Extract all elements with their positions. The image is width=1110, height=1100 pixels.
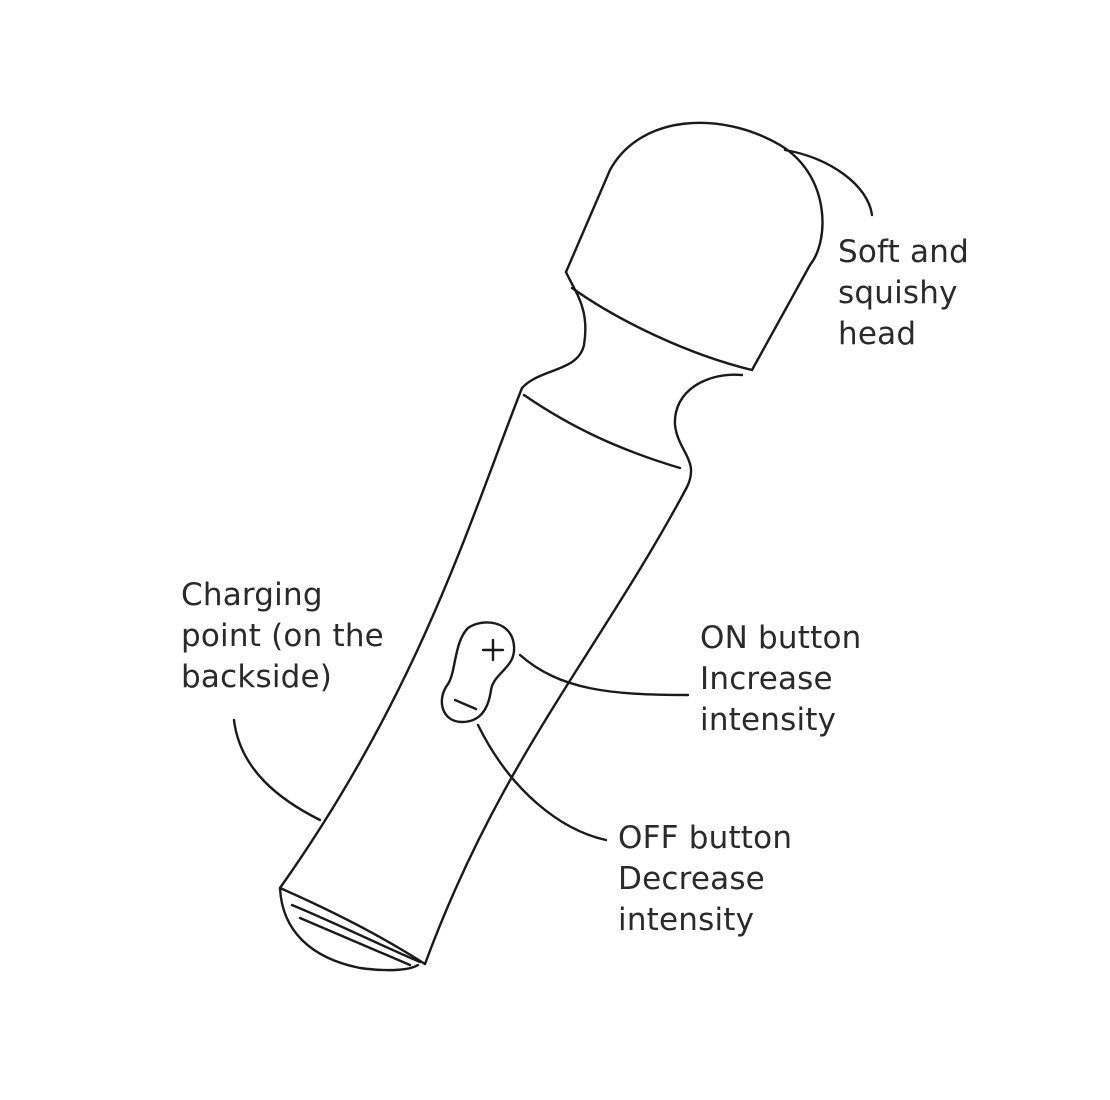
- charging-callout-line-3: backside): [181, 659, 333, 695]
- head-callout-line-3: head: [838, 316, 917, 352]
- head-outline: [564, 121, 824, 372]
- charging-callout: Charging point (on the backside): [181, 575, 384, 698]
- on-button-callout-line-2: Increase: [700, 661, 833, 697]
- on-button-callout: ON button Increase intensity: [700, 618, 862, 741]
- charging-callout-line-1: Charging: [181, 577, 323, 613]
- neck-left-curve: [520, 270, 587, 390]
- button-pad-outline: [440, 621, 516, 724]
- handle-left-side: [278, 386, 524, 890]
- charging-leader-line: [232, 718, 322, 822]
- head-callout: Soft and squishy head: [838, 232, 969, 355]
- on-button-leader-line: [518, 653, 690, 697]
- handle-base-top: [278, 886, 427, 966]
- neck-right-curve: [673, 373, 744, 489]
- on-button-callout-line-1: ON button: [700, 620, 862, 656]
- base-ring-line-2: [298, 916, 412, 967]
- off-button-callout: OFF button Decrease intensity: [618, 818, 792, 941]
- wand-handle: [278, 386, 689, 972]
- handle-base-bottom: [278, 886, 420, 972]
- base-ring-line-1: [290, 903, 422, 964]
- head-bottom-rim: [570, 286, 754, 372]
- off-button-callout-line-1: OFF button: [618, 820, 793, 856]
- head-callout-line-2: squishy: [838, 275, 958, 311]
- off-button-callout-line-2: Decrease: [618, 861, 765, 897]
- control-buttons: [440, 621, 516, 724]
- leader-lines: [232, 148, 874, 842]
- wand-neck: [520, 270, 744, 489]
- head-callout-line-1: Soft and: [838, 234, 969, 270]
- on-button-callout-line-3: intensity: [700, 702, 837, 738]
- minus-symbol: [453, 698, 478, 711]
- charging-callout-line-2: point (on the: [181, 618, 384, 654]
- collar-line: [522, 393, 682, 470]
- off-button-callout-line-3: intensity: [618, 902, 755, 938]
- wand-head: [564, 121, 824, 372]
- off-button-leader-line: [476, 723, 608, 842]
- handle-right-side: [423, 485, 689, 966]
- head-leader-line: [783, 148, 874, 217]
- plus-symbol: [481, 638, 505, 662]
